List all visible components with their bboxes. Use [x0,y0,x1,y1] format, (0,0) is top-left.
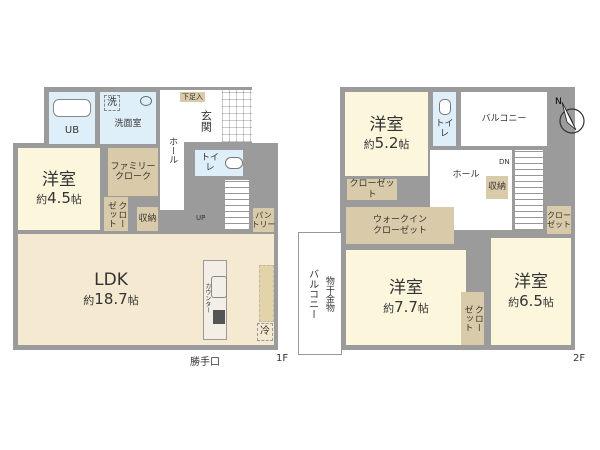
floor-label-1f: 1F [276,353,289,364]
size-prefix: 約 [36,193,48,207]
size-unit: 帖 [127,293,139,307]
room-label: LDK [94,270,128,291]
size-prefix: 約 [83,293,95,307]
room-pantry: パン トリー [252,208,276,232]
size-value: 5.2 [374,134,399,153]
room-storage-2f: 収納 [486,176,508,199]
room-label: UB [64,125,80,137]
room-label: 洋室 [514,272,548,293]
back-door-label: 勝手口 [190,357,220,368]
stairs-2f[interactable] [515,150,543,230]
shoe-storage: 下足入 [180,92,205,103]
floor-label-2f: 2F [573,353,586,364]
room-label: ホール [167,136,178,164]
room-label: トイレ [435,118,454,139]
compass-icon: N [555,97,585,134]
entrance-tile-floor [222,90,252,142]
room-toilet-2f: トイレ [433,92,456,146]
size-value: 18.7 [94,289,128,308]
room-balcony-side: バルコニー 物干金物 [298,232,342,355]
sink-icon [140,96,152,106]
room-closet-1f: クロー ゼット [104,197,128,231]
room-closet-2f-c: クロー ゼット [461,292,484,345]
room-ub: UB [49,92,95,144]
room-label: バルコニー [306,268,318,319]
room-bedroom-5-2: 洋室 約5.2帖 [345,92,428,176]
room-entrance: 下足入 玄関 [180,90,252,142]
room-toilet-1f: トイレ [195,150,243,176]
size-value: 7.7 [394,297,418,316]
room-size: 約5.2帖 [364,135,410,152]
room-label: 洋室 [369,114,404,135]
size-prefix: 約 [363,138,375,152]
compass-north-label: N [555,97,562,107]
room-closet-2f-b: クロー ゼット [547,206,571,234]
room-label: クロー ゼット [106,200,127,228]
room-size: 約4.5帖 [36,190,82,207]
stairs-1f[interactable] [225,180,249,230]
room-size: 約7.7帖 [383,297,429,316]
room-storage-1f: 収納 [137,207,158,231]
stove-icon [213,310,225,324]
room-bedroom-4-5: 洋室 約4.5帖 [18,148,100,230]
room-label: 洋室 [389,278,423,299]
room-label: トイレ [200,152,219,173]
stairs-up-label: UP [196,214,206,222]
room-ldk: LDK 約18.7帖 [18,234,274,345]
washer-space: 洗 [104,95,120,111]
sink-icon [211,276,227,298]
compass-ring [559,108,585,134]
room-hall-1f: ホール [160,90,184,210]
room-label: ホール [452,169,480,180]
size-value: 4.5 [47,189,71,208]
room-label: 洗面室 [114,118,142,129]
room-label: クロー ゼット [462,305,483,332]
room-balcony-top: バルコニー [461,92,547,146]
counter-label: カウンター [203,283,211,313]
fridge-space: 冷 [257,323,273,341]
size-prefix: 約 [508,295,520,309]
room-walkin-closet: ウォークイン クローゼット [346,207,454,244]
toilet-icon [225,157,243,169]
room-bedroom-6-5: 洋室 約6.5帖 [491,238,571,345]
room-label: 玄関 [199,110,213,132]
compass-needle-light [561,101,577,131]
bathtub-icon [53,99,91,118]
size-unit: 帖 [417,301,429,315]
toilet-icon [438,98,451,115]
drying-rack-label: 物干金物 [323,275,334,312]
size-value: 6.5 [519,291,543,310]
kitchen-shelf [259,265,274,322]
room-label: 洋室 [42,169,76,190]
size-unit: 帖 [398,138,410,152]
size-unit: 帖 [70,193,82,207]
room-bedroom-7-7: 洋室 約7.7帖 [346,250,466,345]
kitchen-counter: カウンター [203,260,227,340]
room-size: 約6.5帖 [508,291,554,310]
room-washroom: 洗 洗面室 [100,92,156,144]
size-unit: 帖 [542,295,554,309]
stairs-down-label: DN [499,158,510,166]
size-prefix: 約 [383,301,395,315]
room-size: 約18.7帖 [83,289,139,308]
room-closet-2f-a: クローゼット [347,179,397,200]
room-family-cloak: ファミリー クローク [108,148,158,196]
